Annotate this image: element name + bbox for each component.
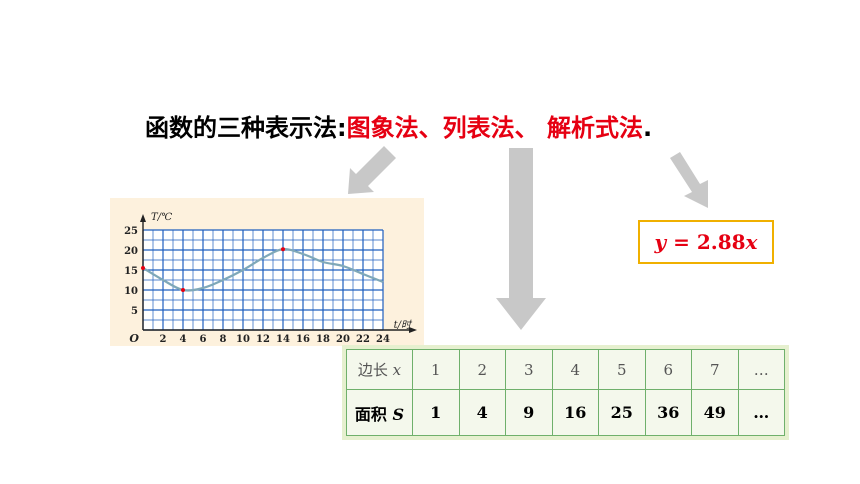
x-tick-label: 8 [220,334,227,345]
table-cell: 7 [691,348,739,391]
table-cell: … [737,389,785,436]
formula-box: y = 2.88x [638,220,774,264]
value-table: 边长 x 1 2 3 4 5 6 7 … 面积 S 1 4 9 16 25 36… [346,348,785,436]
x-axis-label: t/时 [394,319,413,331]
title-method-graph: 图象法 [346,114,419,142]
table-cell: 1 [412,348,460,391]
data-point [141,266,145,270]
formula-lhs: y [654,230,667,254]
value-table-panel: 边长 x 1 2 3 4 5 6 7 … 面积 S 1 4 9 16 25 36… [342,345,789,440]
table-cell: 6 [644,348,692,391]
table-cell: 9 [505,389,553,436]
title-separator-2: 、 [514,114,547,142]
y-tick-label: 25 [124,226,138,237]
title-method-formula: 解析式法 [546,114,643,142]
x-tick-label: 12 [256,334,270,345]
formula-var: x [745,230,758,254]
data-point [281,247,285,252]
table-row-head: 面积 S [346,389,413,436]
table-cell: 4 [551,348,599,391]
table-row-head: 边长 x [346,348,413,391]
y-tick-label: 20 [124,246,138,257]
formula: y = 2.88x [655,230,758,254]
row-head-label: 面积 [354,404,387,424]
arrow-to-table-icon [496,148,546,330]
table-cell: 2 [458,348,506,391]
x-tick-label: 4 [180,334,187,345]
formula-eq: = 2.88 [666,230,746,254]
y-tick-label: 15 [124,266,138,277]
y-tick-label: 5 [131,306,138,317]
table-cell: 5 [598,348,646,391]
origin-label: O [129,332,139,345]
table-cell: 36 [644,389,692,436]
arrow-to-graph-icon [348,146,396,194]
table-cell: 25 [598,389,646,436]
x-tick-label: 6 [200,334,207,345]
y-axis-arrow [140,214,146,222]
table-cell: 1 [412,389,460,436]
row-head-var: S [392,404,405,424]
table-row: 面积 S 1 4 9 16 25 36 49 … [346,389,785,436]
x-tick-label: 10 [236,334,250,345]
y-axis-label: T/℃ [151,212,172,223]
x-axis-arrow [409,327,417,333]
page-title: 函数的三种表示法:图象法、列表法、 解析式法. [145,108,652,143]
title-separator-1: 、 [418,114,443,142]
x-tick-label: 2 [160,334,167,345]
x-tick-label: 20 [336,334,350,345]
table-cell: … [737,348,785,391]
table-cell: 4 [458,389,506,436]
row-head-var: x [392,361,402,380]
x-tick-label: 22 [356,334,370,345]
table-cell: 3 [505,348,553,391]
title-method-table: 列表法 [442,114,515,142]
title-prefix: 函数的三种表示法: [145,114,347,142]
title-period: . [642,114,653,142]
x-tick-label: 24 [376,334,390,345]
x-tick-label: 16 [296,334,310,345]
table-row: 边长 x 1 2 3 4 5 6 7 … [346,348,785,391]
y-tick-label: 10 [124,286,138,297]
x-tick-label: 14 [276,334,290,345]
x-tick-label: 18 [316,334,330,345]
table-cell: 16 [551,389,599,436]
arrow-to-formula-icon [670,152,708,208]
data-point [181,288,185,292]
row-head-label: 边长 [357,361,388,380]
table-cell: 49 [691,389,739,436]
